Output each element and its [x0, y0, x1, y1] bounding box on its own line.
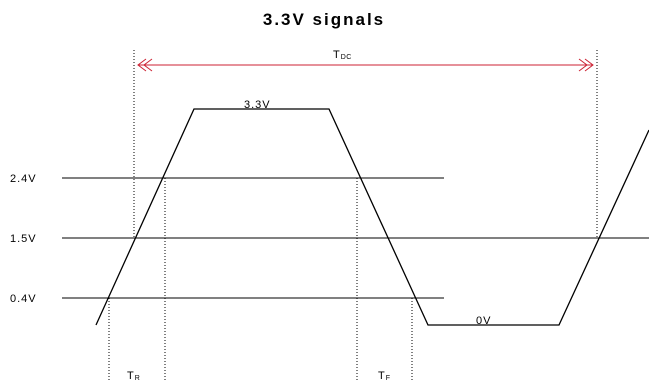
duty-cycle-label-sub: DC [341, 54, 352, 61]
fall-time-label-sub: F [386, 375, 391, 381]
duty-arrow-right-icon [578, 58, 594, 72]
duty-arrow-left-icon [137, 58, 153, 72]
signal-waveform [95, 108, 649, 326]
rise-time-label: TR [127, 370, 140, 381]
fall-time-label-main: T [378, 370, 386, 381]
level-label-low: 0.4V [10, 293, 37, 305]
peak-voltage-label: 3.3V [244, 99, 271, 111]
level-label-mid: 1.5V [10, 233, 37, 245]
duty-cycle-label-main: T [333, 49, 341, 61]
rise-time-label-main: T [127, 370, 135, 381]
fall-time-label: TF [378, 370, 391, 381]
floor-voltage-label: 0V [476, 315, 491, 327]
rise-time-label-sub: R [135, 375, 141, 381]
level-label-high: 2.4V [10, 173, 37, 185]
duty-cycle-label: TDC [333, 49, 352, 61]
diagram-title: 3.3V signals [263, 10, 385, 29]
